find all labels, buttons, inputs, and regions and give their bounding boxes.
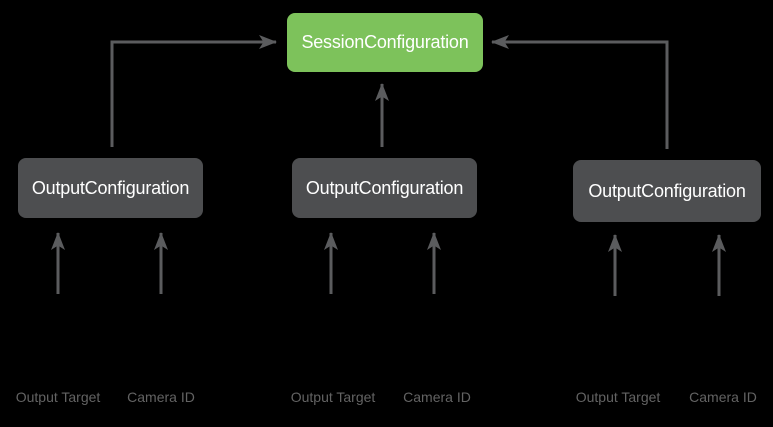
node-output-configuration-2: OutputConfiguration <box>292 158 477 218</box>
label-camera-id-3: Camera ID <box>689 389 757 405</box>
node-output-configuration-3: OutputConfiguration <box>573 160 761 222</box>
output-node-label: OutputConfiguration <box>588 180 746 201</box>
arrow-output3-to-session <box>491 35 669 149</box>
label-output-target-1: Output Target <box>15 389 101 405</box>
label-output-target-2: Output Target <box>290 389 376 405</box>
arrow-output1-to-session <box>110 35 277 147</box>
label-camera-id-2: Camera ID <box>403 389 471 405</box>
node-session-configuration: SessionConfiguration <box>287 13 483 72</box>
session-node-label: SessionConfiguration <box>301 32 469 52</box>
output-node-label: OutputConfiguration <box>305 177 464 198</box>
label-output-target-3: Output Target <box>575 389 661 405</box>
output-node-label: OutputConfiguration <box>31 177 190 198</box>
node-output-configuration-1: OutputConfiguration <box>18 158 203 218</box>
label-camera-id-1: Camera ID <box>127 389 195 405</box>
